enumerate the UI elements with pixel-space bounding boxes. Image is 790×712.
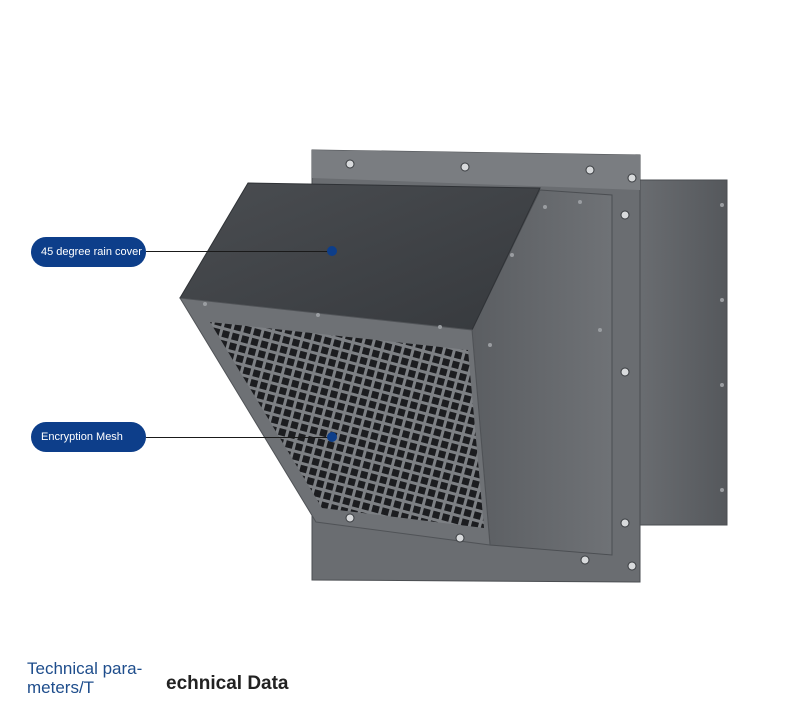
rain-cover-leader-line (146, 251, 332, 252)
heading-line-2: meters/T (27, 678, 95, 697)
technical-parameters-heading: Technical para- meters/T (27, 659, 142, 697)
mesh-marker-dot (327, 432, 337, 442)
mesh-leader-line (146, 437, 332, 438)
heading-line-1: Technical para- (27, 659, 143, 678)
rain-cover-marker-dot (327, 246, 337, 256)
mesh-callout: Encryption Mesh (31, 422, 146, 452)
encryption-mesh (210, 322, 484, 528)
rain-cover-callout: 45 degree rain cover (31, 237, 146, 267)
technical-data-heading: echnical Data (166, 673, 289, 694)
